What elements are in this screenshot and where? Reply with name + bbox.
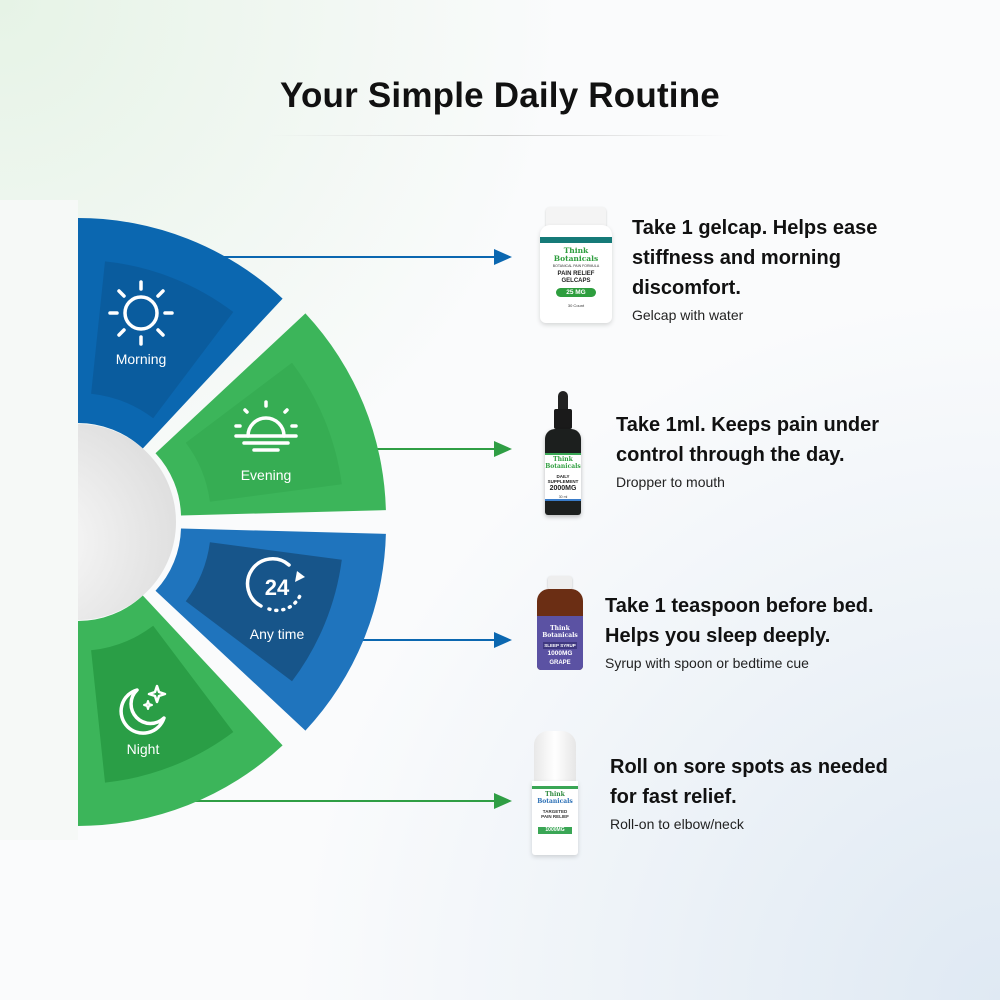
- step-method: Roll-on to elbow/neck: [610, 816, 744, 832]
- product-count: 30 ml: [558, 495, 568, 499]
- segment-label-morning: Morning: [116, 351, 167, 367]
- wheel-left-mask: [0, 200, 78, 840]
- segment-label-anytime: Any time: [250, 626, 305, 642]
- step-method: Syrup with spoon or bedtime cue: [605, 655, 809, 671]
- product-dose: 25 MG: [556, 288, 596, 297]
- product-dose: 2000MG: [549, 485, 577, 492]
- step-method: Dropper to mouth: [616, 474, 725, 490]
- svg-text:24: 24: [265, 575, 290, 600]
- step-method: Gelcap with water: [632, 307, 744, 323]
- product-count: 30 Count: [567, 303, 585, 308]
- segment-label-night: Night: [127, 741, 160, 757]
- product-tagline: BOTANICAL PAIN FORMULA: [552, 264, 600, 268]
- segment-inner-evening: [185, 362, 342, 502]
- product-flavor: GRAPE: [549, 660, 571, 666]
- step-anytime: Take 1 teaspoon before bed.Helps you sle…: [605, 591, 874, 671]
- segment-inner-night: [91, 625, 234, 783]
- page-title: Your Simple Daily Routine: [280, 76, 720, 115]
- product-dose: 1000MG: [538, 827, 572, 834]
- product-dose: 1000MG: [547, 650, 573, 657]
- segment-inner-morning: [91, 261, 234, 419]
- clock-24-icon: 24: [245, 557, 305, 613]
- sun-icon: [108, 280, 174, 346]
- sunset-icon: [234, 400, 298, 452]
- product-name: SLEEP SYRUP: [543, 642, 577, 649]
- title-divider: [270, 135, 730, 136]
- step-instruction: Take 1 teaspoon before bed.Helps you sle…: [605, 595, 874, 647]
- moon-stars-icon: [119, 684, 167, 735]
- segment-label-evening: Evening: [241, 467, 292, 483]
